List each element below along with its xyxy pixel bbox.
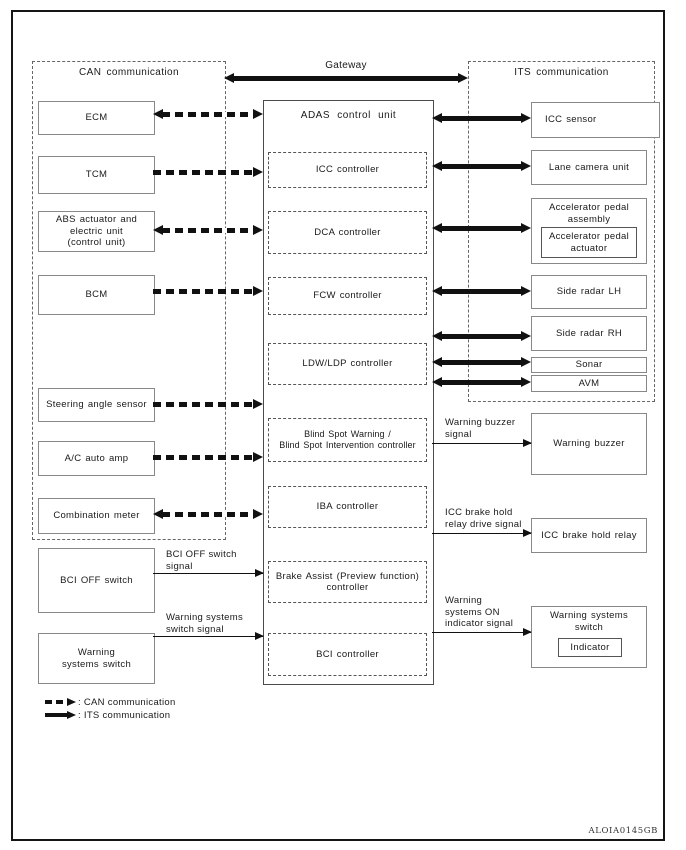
node-combination-meter-label: Combination meter bbox=[53, 510, 140, 522]
arrow-its-sonar bbox=[432, 357, 531, 367]
its-group-title: ITS communication bbox=[514, 67, 609, 78]
signal-bci-off-label: BCI OFF switch signal bbox=[166, 549, 237, 572]
arrow-its-icc-sensor bbox=[432, 113, 531, 123]
node-abs-actuator-label: ABS actuator and electric unit (control … bbox=[55, 214, 138, 249]
ctrl-brake-assist-label: Brake Assist (Preview function) controll… bbox=[275, 570, 420, 594]
node-side-radar-rh: Side radar RH bbox=[531, 316, 647, 351]
node-tcm: TCM bbox=[38, 156, 155, 194]
arrow-its-lane-camera bbox=[432, 161, 531, 171]
arrow-can-combination-meter bbox=[153, 509, 263, 519]
node-accelerator-pedal-actuator-label: Accelerator pedal actuator bbox=[548, 231, 630, 254]
signal-brake-hold-label: ICC brake hold relay drive signal bbox=[445, 507, 522, 530]
node-side-radar-rh-label: Side radar RH bbox=[555, 327, 623, 339]
gateway-label: Gateway bbox=[325, 60, 367, 71]
can-group-title: CAN communication bbox=[79, 67, 179, 78]
ctrl-fcw: FCW controller bbox=[268, 277, 427, 315]
can-communication-group: CAN communication bbox=[32, 61, 226, 540]
node-bcm-label: BCM bbox=[85, 289, 108, 301]
node-warning-systems-switch-right-label: Warning systems switch bbox=[550, 610, 628, 633]
node-ecm: ECM bbox=[38, 101, 155, 135]
node-warning-buzzer-label: Warning buzzer bbox=[553, 438, 625, 450]
ctrl-fcw-label: FCW controller bbox=[313, 290, 382, 302]
node-tcm-label: TCM bbox=[85, 169, 108, 181]
legend-can-label: : CAN communication bbox=[78, 697, 176, 708]
node-icc-sensor-label: ICC sensor bbox=[545, 114, 597, 126]
node-steering-angle-sensor-label: Steering angle sensor bbox=[46, 399, 147, 411]
node-abs-actuator: ABS actuator and electric unit (control … bbox=[38, 211, 155, 252]
node-indicator: Indicator bbox=[558, 638, 622, 657]
signal-warning-switch-label: Warning systems switch signal bbox=[166, 612, 243, 635]
ctrl-iba: IBA controller bbox=[268, 486, 427, 528]
node-steering-angle-sensor: Steering angle sensor bbox=[38, 388, 155, 422]
its-communication-group: ITS communication bbox=[468, 61, 655, 402]
node-avm: AVM bbox=[531, 375, 647, 392]
gateway-arrow bbox=[224, 73, 468, 83]
legend-its-arrow-icon bbox=[45, 710, 76, 719]
node-warning-systems-switch-left-label: Warning systems switch bbox=[61, 647, 132, 670]
node-lane-camera-unit: Lane camera unit bbox=[531, 150, 647, 185]
node-icc-brake-hold-relay: ICC brake hold relay bbox=[531, 518, 647, 553]
signal-brake-hold-line bbox=[432, 529, 532, 537]
arrow-can-steering bbox=[153, 399, 263, 409]
signal-ws-on-label: Warning systems ON indicator signal bbox=[445, 595, 514, 629]
adas-control-unit: ADAS control unit ICC controller DCA con… bbox=[263, 100, 434, 685]
node-indicator-label: Indicator bbox=[570, 641, 610, 653]
ctrl-brake-assist: Brake Assist (Preview function) controll… bbox=[268, 561, 427, 603]
ctrl-blind-spot-label: Blind Spot Warning / Blind Spot Interven… bbox=[279, 428, 416, 451]
arrow-can-abs bbox=[153, 225, 263, 235]
ctrl-icc-label: ICC controller bbox=[315, 164, 380, 176]
arrow-its-accelerator-pedal bbox=[432, 223, 531, 233]
node-side-radar-lh: Side radar LH bbox=[531, 275, 647, 309]
signal-ws-on-line bbox=[432, 628, 532, 636]
node-ecm-label: ECM bbox=[85, 112, 108, 124]
node-lane-camera-unit-label: Lane camera unit bbox=[548, 161, 630, 173]
arrow-can-tcm bbox=[153, 167, 263, 177]
node-warning-buzzer: Warning buzzer bbox=[531, 413, 647, 475]
adas-title: ADAS control unit bbox=[300, 110, 397, 121]
ctrl-dca: DCA controller bbox=[268, 211, 427, 254]
node-bci-off-switch: BCI OFF switch bbox=[38, 548, 155, 613]
ctrl-dca-label: DCA controller bbox=[314, 226, 381, 238]
ctrl-bci-label: BCI controller bbox=[316, 648, 379, 660]
signal-buzzer-line bbox=[432, 439, 532, 447]
signal-warning-switch-line bbox=[153, 632, 264, 640]
node-accelerator-pedal-actuator: Accelerator pedal actuator bbox=[541, 227, 637, 258]
node-ac-auto-amp-label: A/C auto amp bbox=[64, 452, 129, 464]
ctrl-icc: ICC controller bbox=[268, 152, 427, 188]
arrow-can-bcm bbox=[153, 286, 263, 296]
node-combination-meter: Combination meter bbox=[38, 498, 155, 534]
node-sonar-label: Sonar bbox=[575, 359, 603, 371]
node-accelerator-pedal-assembly-label: Accelerator pedal assembly bbox=[548, 202, 630, 225]
legend-can-arrow-icon bbox=[45, 697, 76, 706]
node-bcm: BCM bbox=[38, 275, 155, 315]
legend-its-label: : ITS communication bbox=[78, 710, 171, 721]
signal-buzzer-label: Warning buzzer signal bbox=[445, 417, 516, 440]
arrow-can-ac-amp bbox=[153, 452, 263, 462]
ctrl-ldw-ldp: LDW/LDP controller bbox=[268, 343, 427, 385]
node-bci-off-switch-label: BCI OFF switch bbox=[60, 574, 133, 586]
node-warning-systems-switch-right: Warning systems switch Indicator bbox=[531, 606, 647, 668]
node-icc-brake-hold-relay-label: ICC brake hold relay bbox=[541, 529, 637, 541]
figure-code: ALOIA0145GB bbox=[588, 826, 658, 836]
signal-bci-off-line bbox=[153, 569, 264, 577]
arrow-its-side-radar-rh bbox=[432, 331, 531, 341]
node-icc-sensor: ICC sensor bbox=[531, 102, 660, 138]
ctrl-bci: BCI controller bbox=[268, 633, 427, 676]
ctrl-ldw-ldp-label: LDW/LDP controller bbox=[302, 358, 393, 370]
node-sonar: Sonar bbox=[531, 357, 647, 373]
node-ac-auto-amp: A/C auto amp bbox=[38, 441, 155, 476]
ctrl-blind-spot: Blind Spot Warning / Blind Spot Interven… bbox=[268, 418, 427, 462]
arrow-can-ecm bbox=[153, 109, 263, 119]
node-warning-systems-switch-left: Warning systems switch bbox=[38, 633, 155, 684]
arrow-its-avm bbox=[432, 377, 531, 387]
arrow-its-side-radar-lh bbox=[432, 286, 531, 296]
node-avm-label: AVM bbox=[578, 377, 600, 389]
outer-border bbox=[11, 10, 665, 841]
node-side-radar-lh-label: Side radar LH bbox=[556, 286, 622, 298]
node-accelerator-pedal-assembly: Accelerator pedal assembly Accelerator p… bbox=[531, 198, 647, 264]
ctrl-iba-label: IBA controller bbox=[316, 501, 379, 513]
